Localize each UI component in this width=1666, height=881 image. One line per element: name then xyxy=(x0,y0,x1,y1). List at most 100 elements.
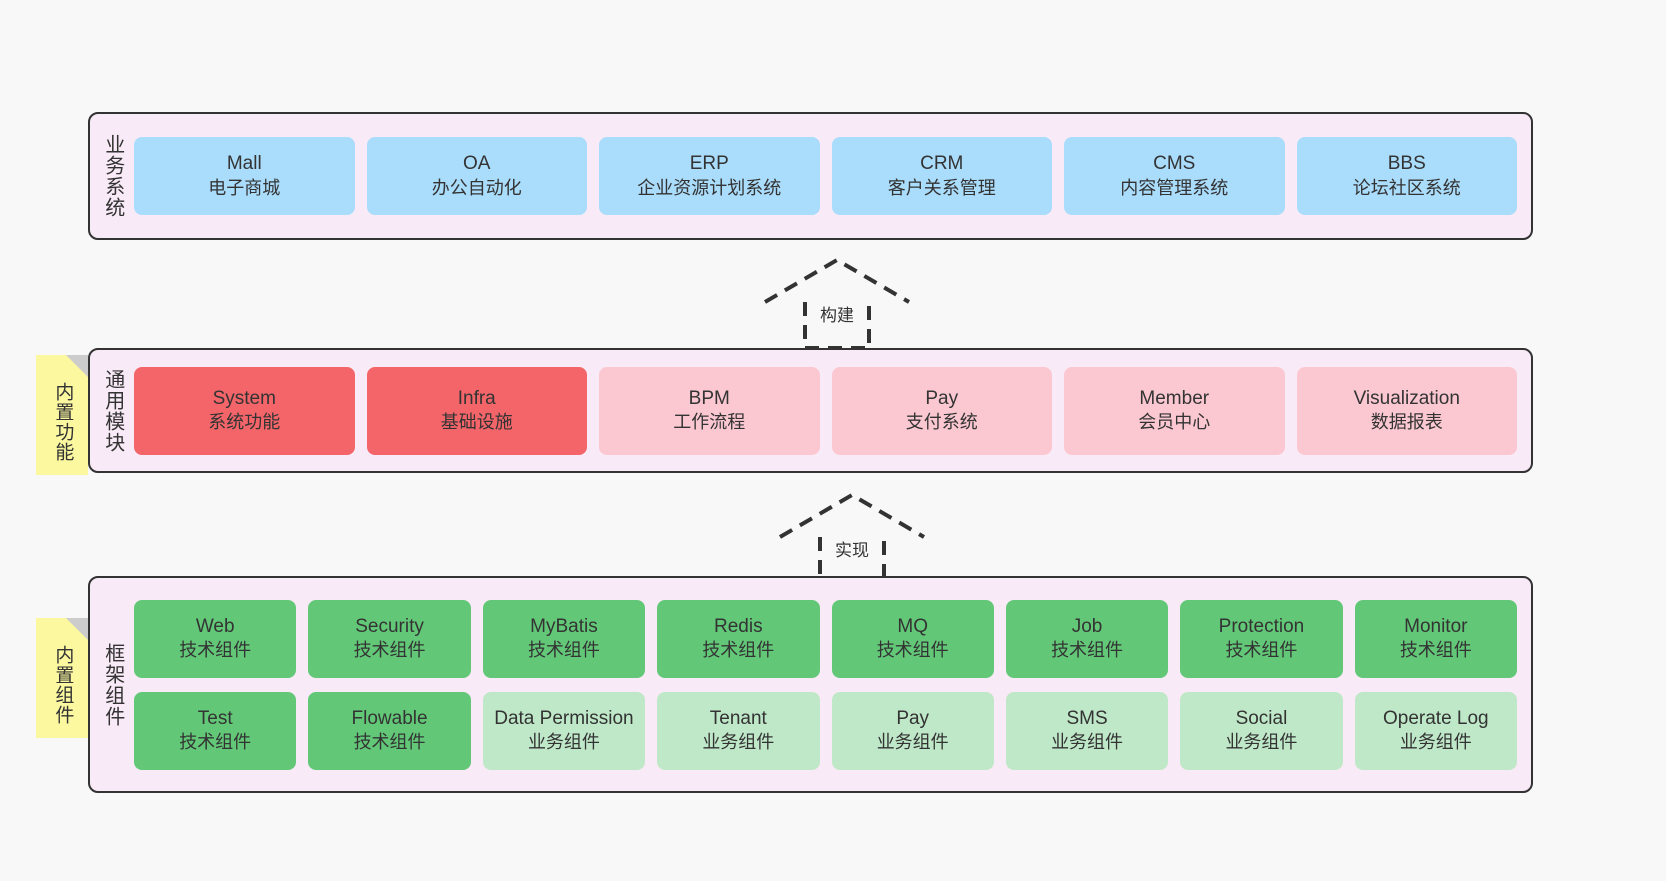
component-card-security[interactable]: Security 技术组件 xyxy=(308,599,471,678)
note-fold-corner-icon xyxy=(66,355,88,377)
module-card-desc: 论坛社区系统 xyxy=(1352,177,1461,198)
component-card-job[interactable]: Job 技术组件 xyxy=(1005,599,1169,678)
component-card-name: Operate Log xyxy=(1382,707,1489,729)
component-card-sms[interactable]: SMS 业务组件 xyxy=(1005,691,1169,770)
component-card-name: Social xyxy=(1235,707,1288,729)
component-card-name: SMS xyxy=(1066,707,1108,729)
component-card-kind: 业务组件 xyxy=(876,732,949,753)
module-card-name: Infra xyxy=(457,387,496,409)
note-label: 内置功能 xyxy=(52,382,74,462)
component-card-kind: 技术组件 xyxy=(1225,640,1298,661)
module-card-desc: 会员中心 xyxy=(1138,412,1211,433)
module-card-visualization[interactable]: Visualization 数据报表 xyxy=(1296,366,1517,455)
module-card-name: BBS xyxy=(1387,153,1426,175)
layer-common-module: 通用模块 System 系统功能 Infra 基础设施 BPM 工作流程 Pay… xyxy=(88,348,1533,473)
module-card-infra[interactable]: Infra 基础设施 xyxy=(366,366,587,455)
module-card-name: Visualization xyxy=(1353,387,1460,409)
component-card-operate-log[interactable]: Operate Log 业务组件 xyxy=(1354,691,1517,770)
component-card-kind: 技术组件 xyxy=(527,640,600,661)
component-card-test[interactable]: Test 技术组件 xyxy=(134,691,297,770)
component-card-mybatis[interactable]: MyBatis 技术组件 xyxy=(482,599,646,678)
component-card-kind: 业务组件 xyxy=(1399,732,1472,753)
connector-implement-label: 实现 xyxy=(835,541,869,560)
component-card-kind: 业务组件 xyxy=(702,732,775,753)
component-card-kind: 业务组件 xyxy=(527,732,600,753)
layer-body-framework-component: Web 技术组件 Security 技术组件 MyBatis 技术组件 Redi… xyxy=(134,578,1531,791)
component-card-social[interactable]: Social 业务组件 xyxy=(1180,691,1343,770)
component-card-pay[interactable]: Pay 业务组件 xyxy=(831,691,994,770)
component-card-kind: 技术组件 xyxy=(179,732,252,753)
module-card-bbs[interactable]: BBS 论坛社区系统 xyxy=(1296,137,1517,215)
component-card-kind: 技术组件 xyxy=(1051,640,1124,661)
module-card-name: CMS xyxy=(1153,153,1196,175)
module-card-name: OA xyxy=(463,153,491,175)
component-card-kind: 业务组件 xyxy=(1225,732,1298,753)
module-card-mall[interactable]: Mall 电子商城 xyxy=(134,137,355,215)
framework-component-row-1: Web 技术组件 Security 技术组件 MyBatis 技术组件 Redi… xyxy=(134,599,1517,678)
layer-title-common-module: 通用模块 xyxy=(101,368,124,453)
note-builtin-components: 内置组件 xyxy=(36,618,88,738)
module-card-system[interactable]: System 系统功能 xyxy=(134,366,355,455)
module-card-desc: 工作流程 xyxy=(673,412,746,433)
component-card-name: Pay xyxy=(896,707,930,729)
module-card-member[interactable]: Member 会员中心 xyxy=(1064,366,1285,455)
component-card-name: Redis xyxy=(714,615,763,637)
layer-title-framework-component: 框架组件 xyxy=(101,642,124,727)
module-card-desc: 基础设施 xyxy=(440,412,513,433)
component-card-name: MyBatis xyxy=(530,615,598,637)
note-fold-corner-icon xyxy=(66,618,88,640)
module-card-name: System xyxy=(212,387,276,409)
component-card-name: Tenant xyxy=(709,707,767,729)
module-card-name: Mall xyxy=(226,153,262,175)
module-card-bpm[interactable]: BPM 工作流程 xyxy=(599,366,820,455)
module-card-crm[interactable]: CRM 客户关系管理 xyxy=(831,137,1052,215)
module-card-oa[interactable]: OA 办公自动化 xyxy=(366,137,587,215)
component-card-name: MQ xyxy=(897,615,928,637)
connector-build: 构建 xyxy=(757,252,917,352)
layer-framework-component: 框架组件 Web 技术组件 Security 技术组件 MyBatis 技术组件… xyxy=(88,576,1533,793)
component-card-protection[interactable]: Protection 技术组件 xyxy=(1180,599,1343,678)
component-card-mq[interactable]: MQ 技术组件 xyxy=(831,599,994,678)
connector-build-label: 构建 xyxy=(820,306,854,325)
layer-business-system: 业务系统 Mall 电子商城 OA 办公自动化 ERP 企业资源计划系统 CRM… xyxy=(88,112,1533,240)
component-card-kind: 技术组件 xyxy=(1399,640,1472,661)
layer-body-business-system: Mall 电子商城 OA 办公自动化 ERP 企业资源计划系统 CRM 客户关系… xyxy=(134,114,1531,238)
component-card-flowable[interactable]: Flowable 技术组件 xyxy=(308,691,471,770)
module-card-desc: 内容管理系统 xyxy=(1120,177,1229,198)
module-card-desc: 电子商城 xyxy=(208,177,281,198)
component-card-name: Flowable xyxy=(351,707,428,729)
module-card-desc: 企业资源计划系统 xyxy=(637,177,782,198)
layer-title-business-system: 业务系统 xyxy=(101,134,124,218)
module-card-desc: 系统功能 xyxy=(208,412,281,433)
component-card-name: Security xyxy=(355,615,424,637)
module-card-desc: 数据报表 xyxy=(1370,412,1443,433)
component-card-name: Web xyxy=(195,615,235,637)
component-card-name: Data Permission xyxy=(494,707,634,729)
framework-component-row-2: Test 技术组件 Flowable 技术组件 Data Permission … xyxy=(134,691,1517,770)
module-card-name: CRM xyxy=(920,153,964,175)
component-card-kind: 技术组件 xyxy=(876,640,949,661)
component-card-name: Monitor xyxy=(1404,615,1468,637)
component-card-kind: 技术组件 xyxy=(179,640,252,661)
module-card-desc: 客户关系管理 xyxy=(887,177,996,198)
layer-body-common-module: System 系统功能 Infra 基础设施 BPM 工作流程 Pay 支付系统… xyxy=(134,350,1531,471)
component-card-redis[interactable]: Redis 技术组件 xyxy=(657,599,820,678)
component-card-web[interactable]: Web 技术组件 xyxy=(134,599,297,678)
note-builtin-functions: 内置功能 xyxy=(36,355,88,475)
connector-implement: 实现 xyxy=(772,487,932,587)
module-card-desc: 支付系统 xyxy=(905,412,978,433)
component-card-kind: 技术组件 xyxy=(702,640,775,661)
component-card-tenant[interactable]: Tenant 业务组件 xyxy=(657,691,820,770)
component-card-kind: 技术组件 xyxy=(353,640,426,661)
component-card-data-permission[interactable]: Data Permission 业务组件 xyxy=(482,691,646,770)
component-card-monitor[interactable]: Monitor 技术组件 xyxy=(1354,599,1517,678)
note-label: 内置组件 xyxy=(52,645,74,725)
module-card-name: BPM xyxy=(688,387,730,409)
module-card-cms[interactable]: CMS 内容管理系统 xyxy=(1064,137,1285,215)
module-card-name: Member xyxy=(1139,387,1210,409)
module-card-name: Pay xyxy=(925,387,959,409)
component-card-name: Test xyxy=(197,707,233,729)
component-card-kind: 技术组件 xyxy=(353,732,426,753)
module-card-erp[interactable]: ERP 企业资源计划系统 xyxy=(599,137,820,215)
module-card-pay[interactable]: Pay 支付系统 xyxy=(831,366,1052,455)
